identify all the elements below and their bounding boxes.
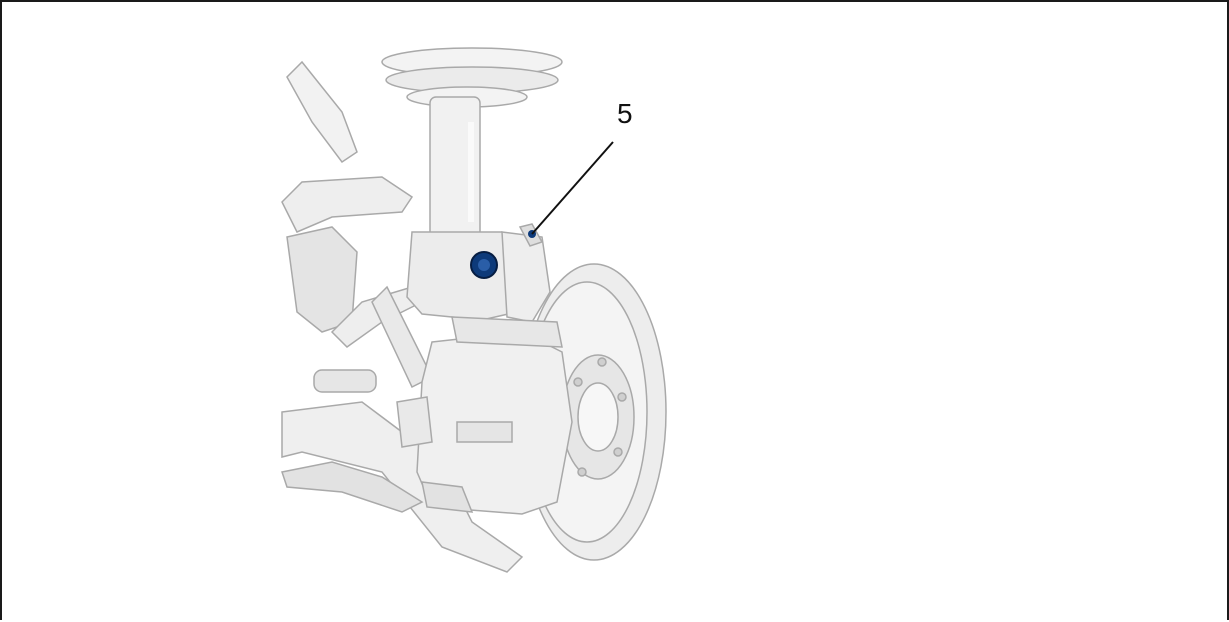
tie-rod bbox=[281, 60, 434, 393]
callout-leader-line bbox=[531, 141, 614, 235]
strut bbox=[406, 96, 523, 321]
brake-caliper bbox=[396, 316, 573, 515]
callout-label-5: 5 bbox=[617, 98, 633, 129]
